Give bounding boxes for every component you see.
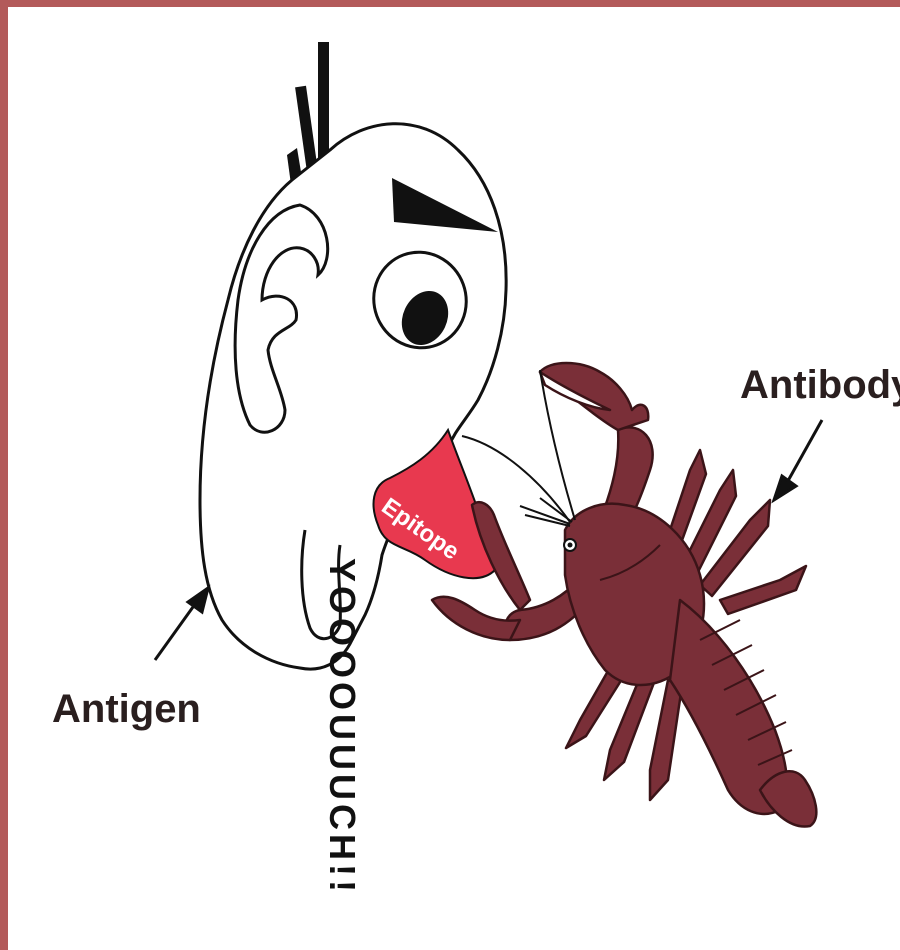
crayfish-leg [650, 680, 682, 800]
shout-text: YOOOOUUUCH!! [322, 558, 363, 896]
crayfish-antibody [432, 363, 816, 827]
tail-fan [760, 771, 816, 826]
crayfish-leg [720, 566, 806, 614]
antigen-label: Antigen [52, 687, 201, 731]
antigen-arrow [155, 588, 208, 660]
antibody-arrow [774, 420, 822, 500]
antibody-label: Antibody [740, 363, 900, 407]
upper-claw [540, 363, 648, 430]
